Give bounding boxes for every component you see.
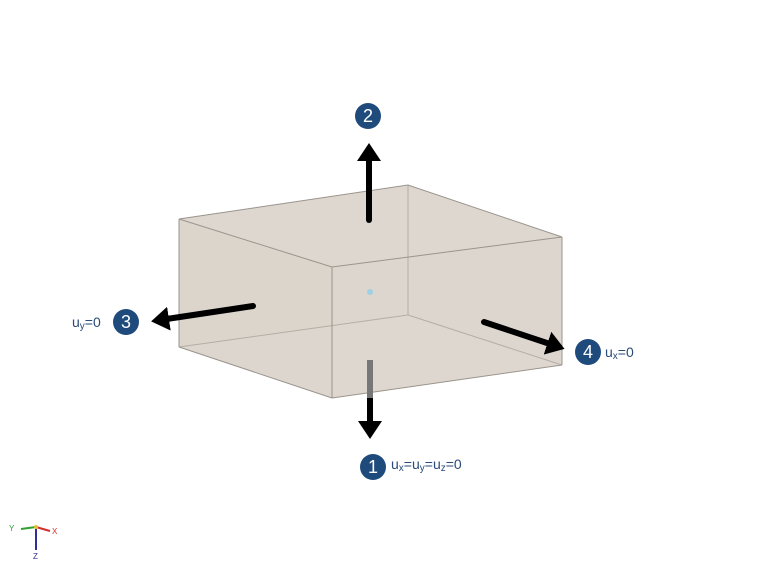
label-3: uy=0 <box>72 314 101 332</box>
axis-y-label: Y <box>9 524 15 533</box>
axis-x-label: X <box>52 527 58 536</box>
arrow-3 <box>151 303 256 331</box>
label-1: ux=uy=uz=0 <box>391 456 462 474</box>
badge-2: 2 <box>355 103 381 129</box>
badge-4: 4 <box>575 339 601 365</box>
badge-3: 3 <box>113 309 139 335</box>
axis-z-label: Z <box>33 552 38 561</box>
arrow-4 <box>481 319 565 355</box>
badge-1: 1 <box>360 454 386 480</box>
axis-triad <box>20 525 51 550</box>
label-4: ux=0 <box>605 344 634 362</box>
